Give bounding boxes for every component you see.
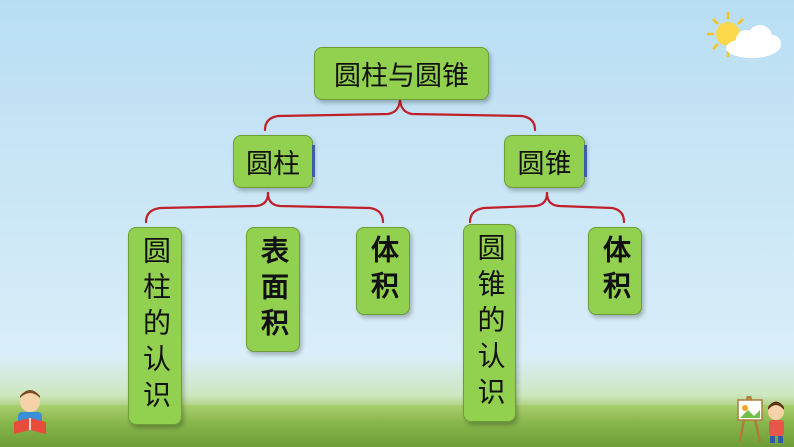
cone-volume-label: 体积: [599, 235, 632, 307]
root-label: 圆柱与圆锥: [334, 61, 469, 92]
cylinder-intro-node: 圆柱的认识: [128, 227, 182, 425]
child-painting-icon: [737, 395, 784, 443]
cylinder-surface-area-node: 表面积: [246, 227, 300, 352]
cylinder-node-edge-bar: [312, 145, 315, 177]
connector-right: [468, 191, 549, 224]
cylinder-surface-area-label: 表面积: [257, 235, 290, 344]
cylinder-volume-label: 体积: [367, 235, 400, 307]
connector-root-right: [398, 96, 537, 132]
root-node: 圆柱与圆锥: [314, 47, 489, 100]
connector-right-right: [545, 191, 626, 224]
child-reading-icon: [14, 390, 46, 434]
cone-volume-node: 体积: [588, 227, 642, 315]
cylinder-volume-node: 体积: [356, 227, 410, 315]
cone-intro-label: 圆锥的认识: [473, 233, 507, 413]
cone-node: 圆锥: [504, 135, 585, 188]
cylinder-label: 圆柱: [246, 149, 300, 180]
cylinder-node: 圆柱: [233, 135, 313, 188]
cone-label: 圆锥: [517, 149, 572, 180]
connector-left: [144, 191, 270, 224]
cone-intro-node: 圆锥的认识: [463, 224, 516, 422]
sun-cloud-icon: [707, 12, 781, 58]
cylinder-intro-label: 圆柱的认识: [139, 236, 172, 416]
connector-left-right: [266, 191, 385, 224]
connector-root: [263, 96, 402, 132]
cone-node-edge-bar: [584, 145, 587, 177]
